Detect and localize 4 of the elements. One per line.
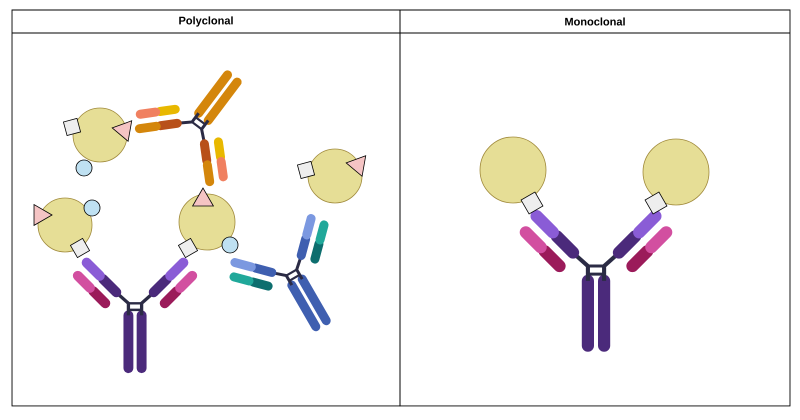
panel-heading: Monoclonal — [565, 17, 625, 26]
panel-heading: Polyclonal — [179, 16, 233, 27]
panel — [400, 10, 790, 406]
panel — [12, 10, 400, 406]
